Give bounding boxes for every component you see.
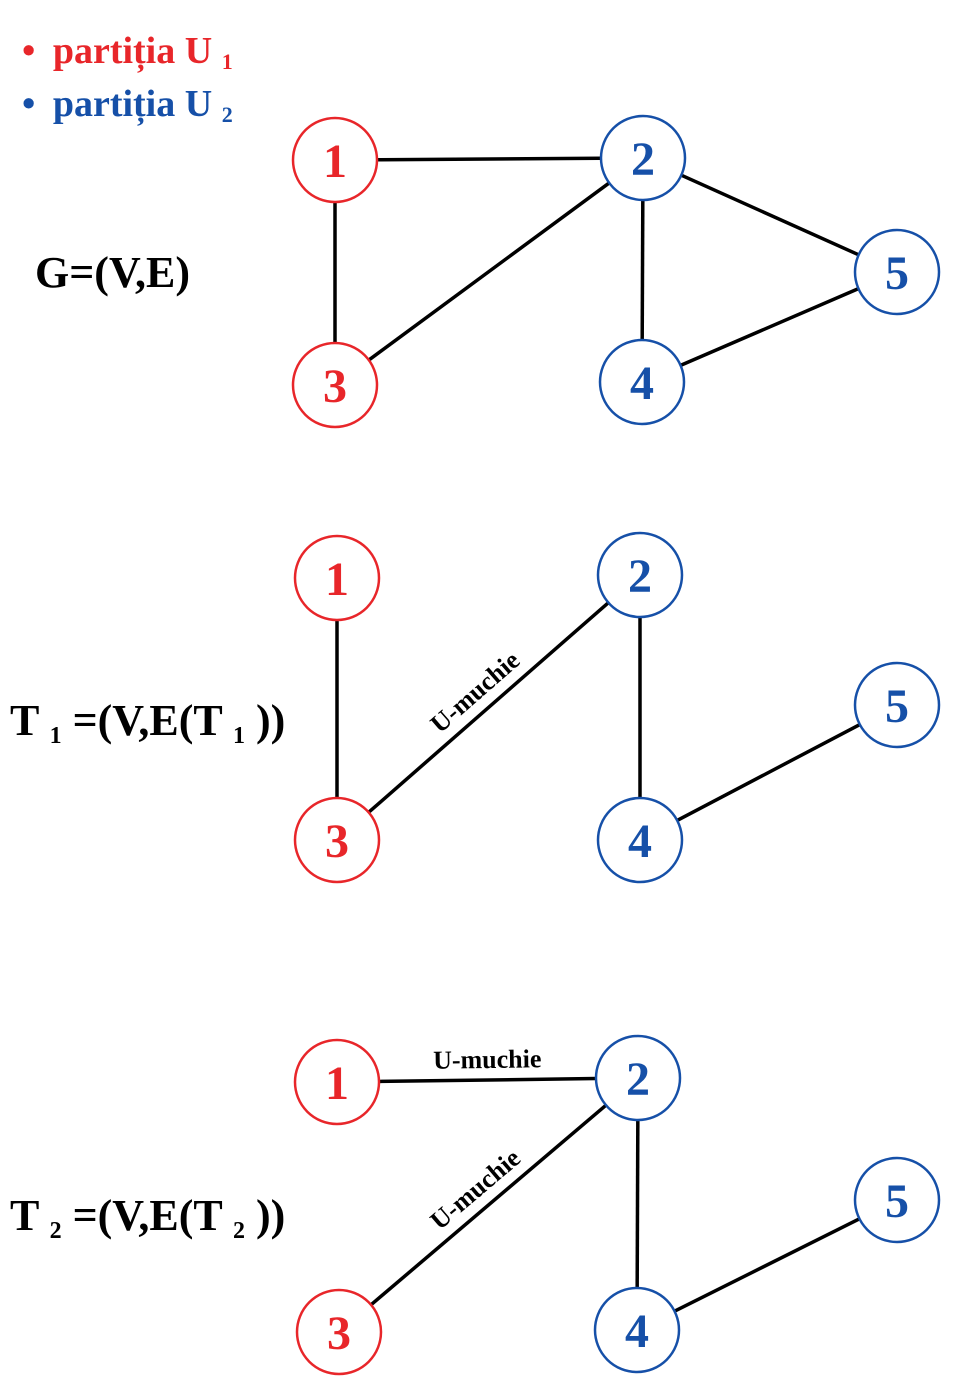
node-2-circle bbox=[594, 1034, 682, 1122]
legend-u1-sub: 1 bbox=[222, 49, 233, 74]
legend-u2-sub: 2 bbox=[222, 102, 233, 127]
edge-2-5 bbox=[680, 173, 860, 257]
node-2-circle bbox=[599, 114, 687, 202]
edge-2-4 bbox=[635, 1119, 640, 1289]
edge-2-3 bbox=[367, 601, 610, 814]
node-3-label: 3 bbox=[327, 1307, 351, 1360]
edge-2-3 bbox=[367, 181, 611, 362]
t1-label-mid: =(V,E(T bbox=[73, 696, 223, 745]
node-4-label: 4 bbox=[625, 1305, 649, 1358]
graph-g-label: G=(V,E) bbox=[35, 248, 190, 297]
node-4-label: 4 bbox=[628, 815, 652, 868]
node-4-circle bbox=[593, 1286, 681, 1374]
graph-0: 1 2 3 4 5 bbox=[291, 114, 941, 429]
edge-label-2-3: U-muchie bbox=[425, 645, 526, 738]
node-4-label: 4 bbox=[630, 357, 654, 410]
edge-4-5 bbox=[679, 287, 860, 367]
node-5-circle bbox=[853, 661, 941, 749]
legend-u2-text: partiția U bbox=[53, 83, 212, 126]
t1-label-end: )) bbox=[256, 696, 285, 745]
node-3-circle bbox=[295, 1288, 383, 1376]
t2-label-sub1: 2 bbox=[50, 1218, 62, 1244]
node-5-label: 5 bbox=[885, 680, 909, 733]
node-4-circle bbox=[598, 338, 686, 426]
node-3-label: 3 bbox=[325, 815, 349, 868]
node-1-label: 1 bbox=[325, 553, 349, 606]
node-1-circle bbox=[293, 534, 381, 622]
node-5-label: 5 bbox=[885, 247, 909, 300]
t2-label-mid: =(V,E(T bbox=[73, 1191, 223, 1240]
node-1-label: 1 bbox=[325, 1057, 349, 1110]
edge-label-1-2: U-muchie bbox=[433, 1044, 542, 1074]
node-1-label: 1 bbox=[323, 135, 347, 188]
t1-label-sub2: 1 bbox=[233, 723, 245, 749]
legend: • partiția U 1 • partiția U 2 bbox=[22, 30, 233, 127]
node-1-circle bbox=[293, 1038, 381, 1126]
edge-label-2-3: U-muchie bbox=[425, 1143, 526, 1235]
node-4-circle bbox=[596, 796, 684, 884]
node-2-label: 2 bbox=[626, 1053, 650, 1106]
legend-u2: • partiția U 2 bbox=[22, 83, 233, 127]
legend-u2-bullet: • bbox=[22, 83, 35, 125]
legend-u1-bullet: • bbox=[22, 30, 35, 72]
node-5-circle bbox=[853, 1156, 941, 1244]
node-5-label: 5 bbox=[885, 1175, 909, 1228]
edge-2-3 bbox=[369, 1103, 608, 1307]
node-2-circle bbox=[596, 531, 684, 619]
t1-label-t: T bbox=[10, 696, 39, 745]
t2-label-t: T bbox=[10, 1191, 39, 1240]
t2-label-sub2: 2 bbox=[233, 1218, 245, 1244]
node-1-circle bbox=[291, 116, 379, 204]
node-5-circle bbox=[853, 228, 941, 316]
edge-1-2 bbox=[378, 1076, 597, 1084]
t1-label-sub1: 1 bbox=[50, 723, 62, 749]
graph-1: U-muchie 1 2 3 4 5 bbox=[293, 531, 941, 884]
edge-2-4 bbox=[640, 199, 645, 341]
node-3-label: 3 bbox=[323, 360, 347, 413]
t2-label-end: )) bbox=[256, 1191, 285, 1240]
legend-u1: • partiția U 1 bbox=[22, 30, 233, 74]
node-3-circle bbox=[291, 341, 379, 429]
node-2-label: 2 bbox=[631, 133, 655, 186]
edge-1-2 bbox=[376, 156, 602, 162]
legend-u1-text: partiția U bbox=[53, 30, 212, 73]
graph-t2-label: T 2 =(V,E(T 2 )) bbox=[10, 1191, 285, 1248]
graph-t1-label: T 1 =(V,E(T 1 )) bbox=[10, 696, 285, 753]
node-2-label: 2 bbox=[628, 550, 652, 603]
node-3-circle bbox=[293, 796, 381, 884]
edge-4-5 bbox=[673, 1217, 861, 1313]
edge-4-5 bbox=[676, 722, 861, 823]
